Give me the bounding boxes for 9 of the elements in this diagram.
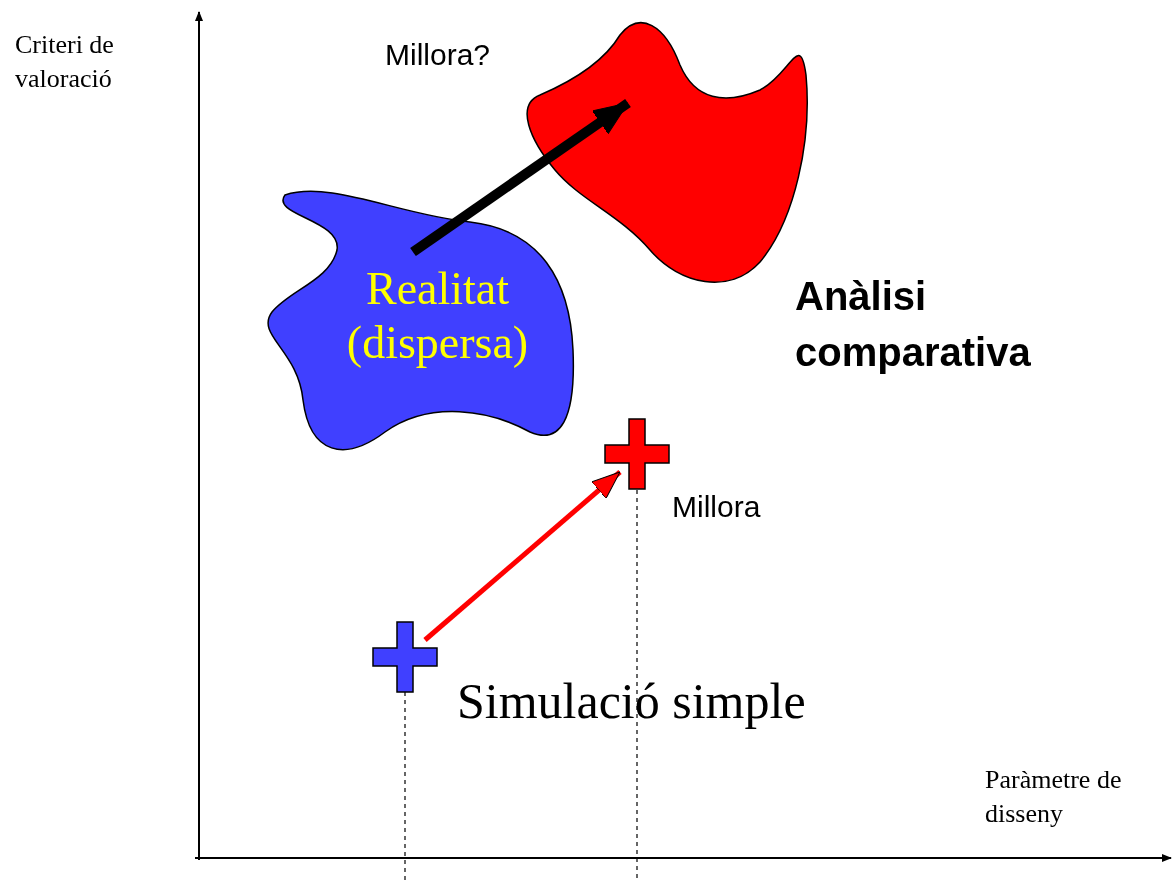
caption-text: Millora — [672, 490, 761, 524]
axis-label: Criteri de valoració — [15, 29, 115, 95]
arrow — [423, 470, 622, 642]
axis-label: Paràmetre de disseny — [985, 764, 1123, 830]
caption-text: Simulació simple — [457, 672, 806, 730]
arrow — [410, 98, 631, 257]
node-label: Realitat (dispersa) — [345, 262, 530, 370]
heading-text: Anàlisi comparativa — [795, 273, 1032, 376]
caption-text: Millora? — [385, 38, 491, 72]
